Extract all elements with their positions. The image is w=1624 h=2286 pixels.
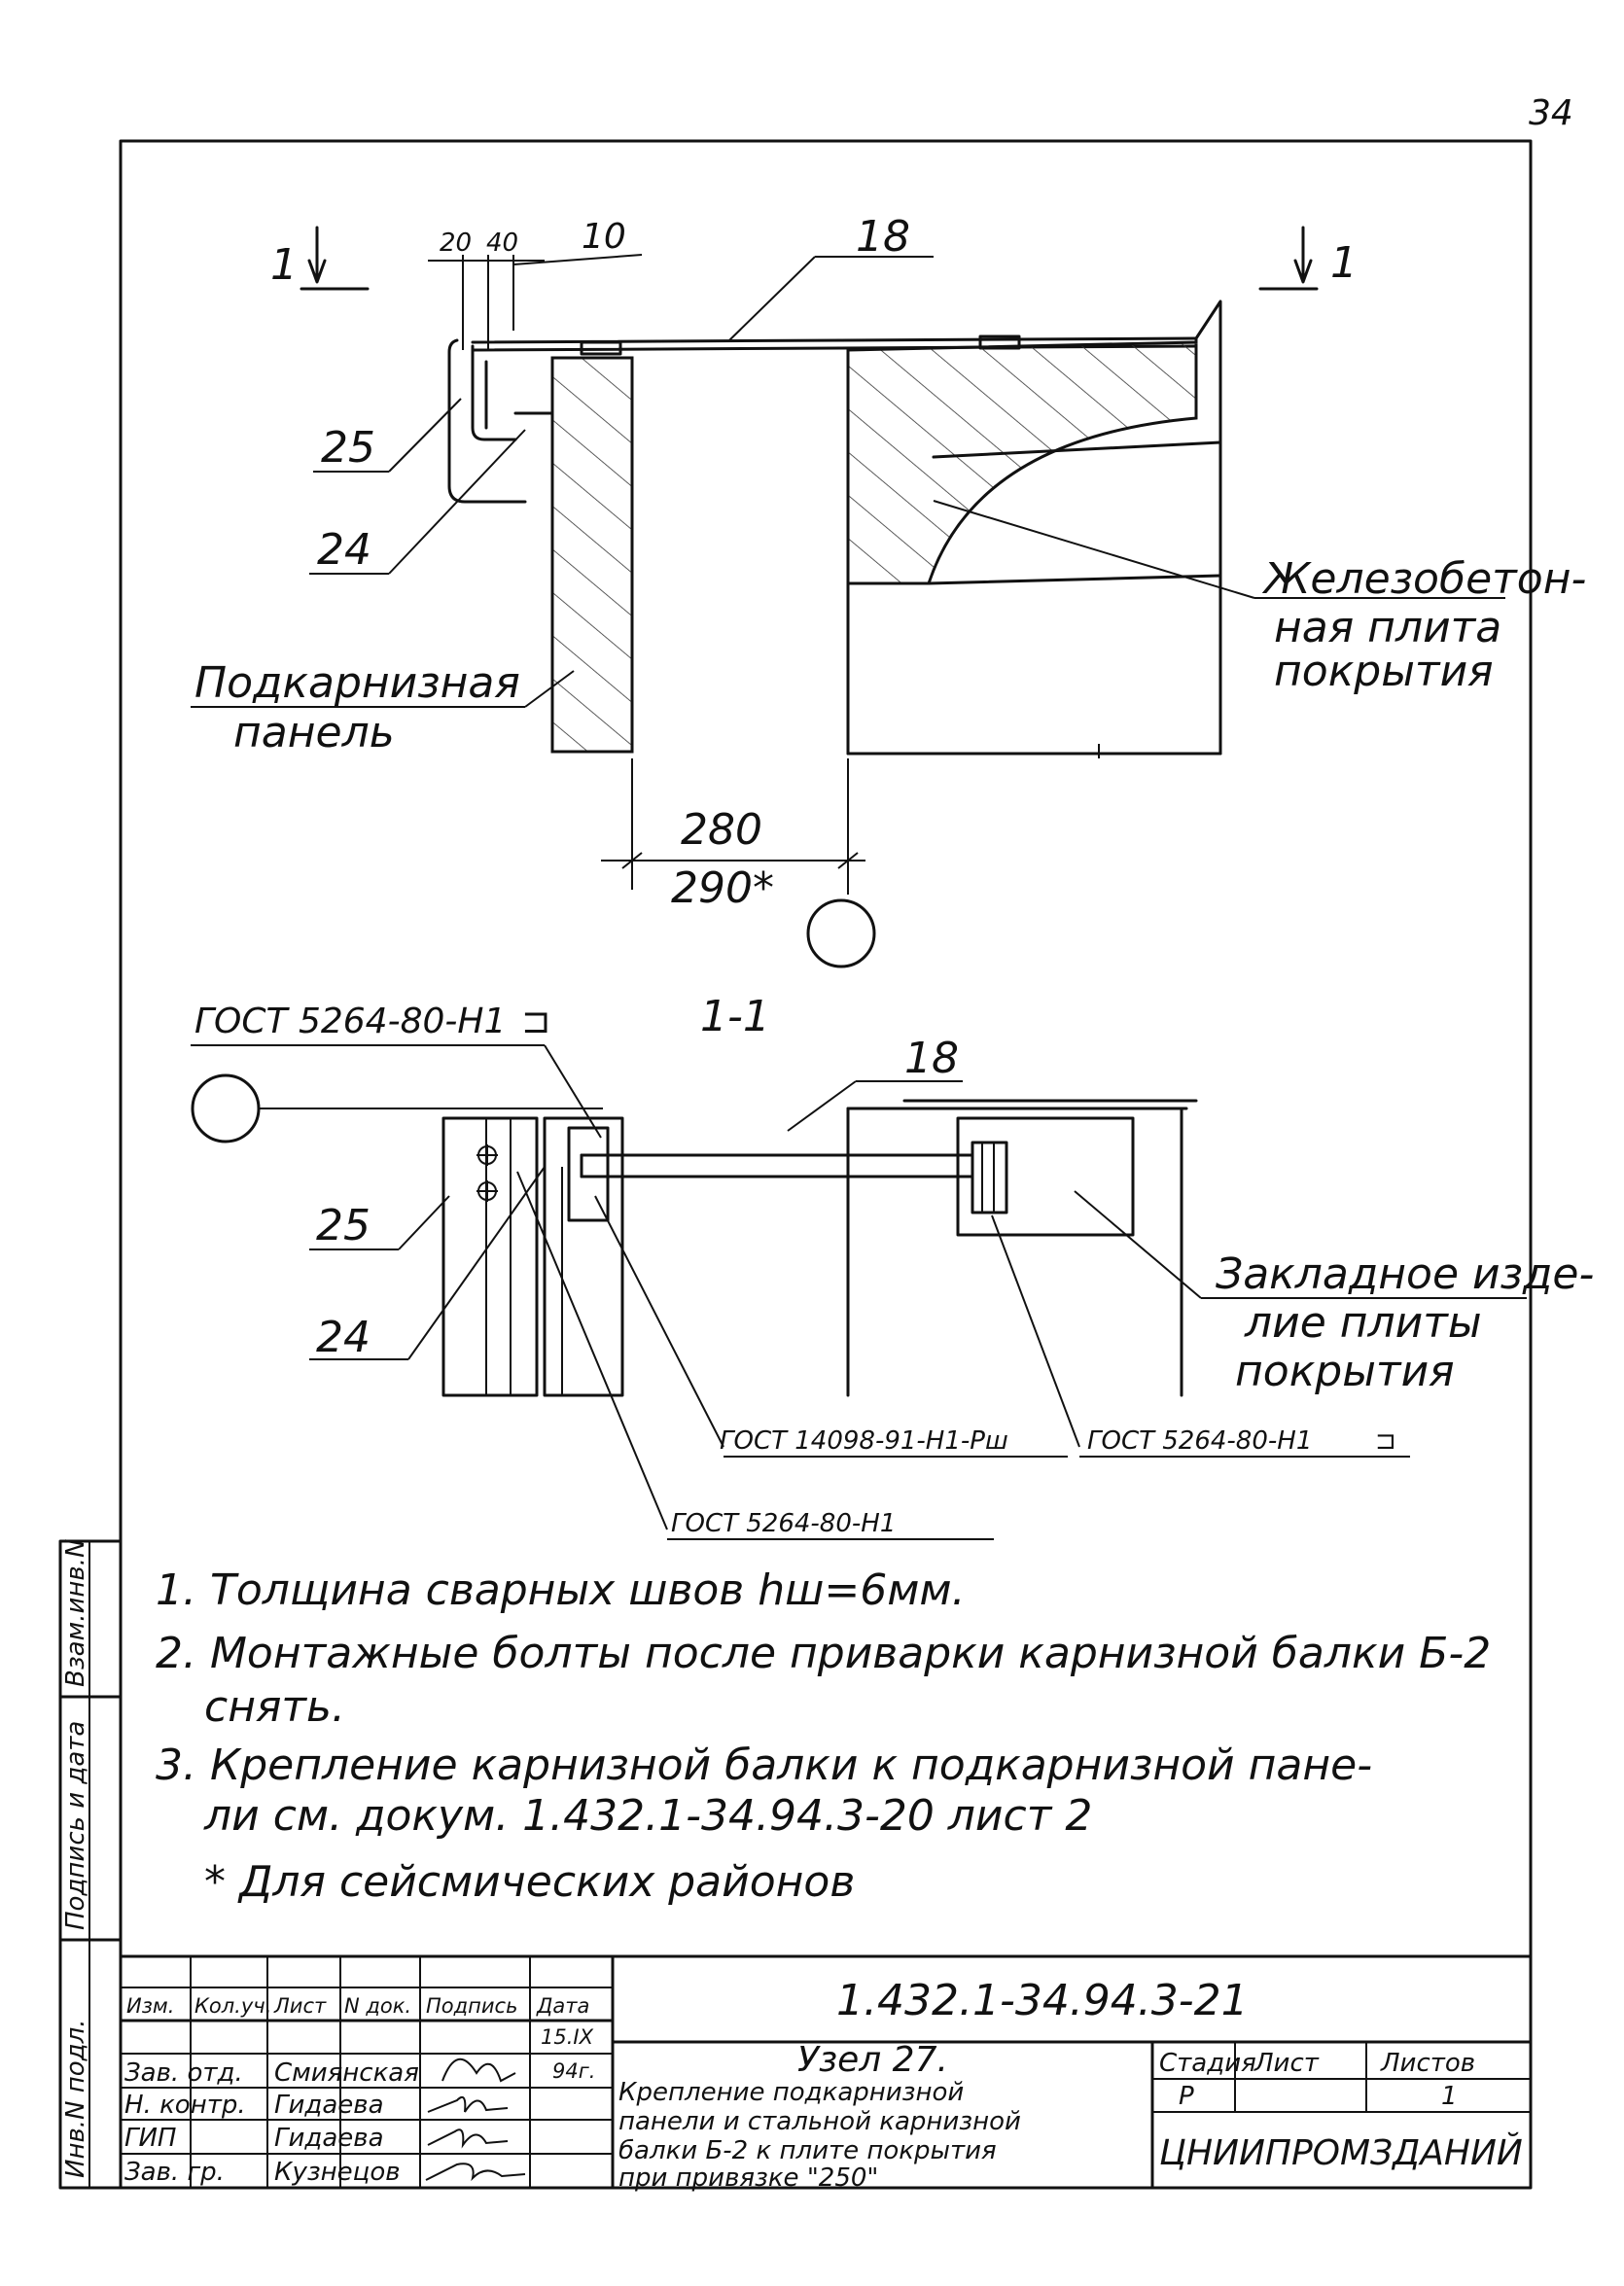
weld-symbol-3-mark: ⊐ xyxy=(1375,1426,1396,1456)
callout-24: 24 xyxy=(317,525,371,575)
stamp-inv: Инв.N подл. xyxy=(61,2019,90,2178)
stamp-podp: Подпись и дата xyxy=(61,1721,90,1930)
section-view-1-1: 1-1 ГОСТ 5264-80-Н1 ⊐ 18 xyxy=(191,992,1594,1540)
callout-18: 18 xyxy=(856,212,910,262)
axis-bubble-section xyxy=(191,1073,261,1143)
header-kolvo: Кол.уч. xyxy=(194,1994,271,2018)
side-stamp: Взам.инв.N Подпись и дата Инв.N подл. xyxy=(58,1539,123,2190)
notes-block: 1. Толщина сварных швов hш=6мм. 2. Монта… xyxy=(156,1565,1491,1907)
signature-4 xyxy=(425,2163,526,2182)
stage-label: Стадия xyxy=(1159,2049,1256,2078)
date-value-1: 15.IX xyxy=(541,2025,594,2049)
note-1: 1. Толщина сварных швов hш=6мм. xyxy=(156,1565,966,1615)
sheet-label: Лист xyxy=(1253,2049,1320,2078)
row-name-4: Кузнецов xyxy=(274,2158,401,2187)
weld-symbol-4: ГОСТ 5264-80-Н1 xyxy=(671,1509,896,1538)
section-title: 1-1 xyxy=(700,992,770,1041)
doc-number: 1.432.1-34.94.3-21 xyxy=(836,1976,1249,2025)
weld-symbol-3: ГОСТ 5264-80-Н1 xyxy=(1087,1426,1312,1456)
label-embedded-1: Закладное изде- xyxy=(1216,1249,1594,1299)
label-embedded-2: лие плиты xyxy=(1244,1298,1482,1348)
callout-25b: 25 xyxy=(316,1201,371,1250)
header-izm: Изм. xyxy=(126,1994,174,2018)
date-value-2: 94г. xyxy=(552,2059,595,2083)
title-line-4: балки Б-2 к плите покрытия xyxy=(618,2136,997,2165)
weld-symbol-1-mark: ⊐ xyxy=(521,1002,550,1041)
title-line-2: Крепление подкарнизной xyxy=(618,2078,964,2107)
row-role-3: ГИП xyxy=(124,2124,177,2153)
callout-25: 25 xyxy=(321,423,375,473)
callout-18b: 18 xyxy=(904,1034,959,1083)
weld-symbol-1: ГОСТ 5264-80-Н1 xyxy=(194,1002,506,1041)
stage-value: Р xyxy=(1179,2082,1194,2111)
title-line-1: Узел 27. xyxy=(797,2040,948,2080)
header-list: Лист xyxy=(273,1994,327,2018)
axis-bubble-top xyxy=(806,898,876,968)
note-3: 3. Крепление карнизной балки к подкарниз… xyxy=(156,1741,1372,1790)
page-number: 34 xyxy=(1529,93,1573,133)
sheet-frame xyxy=(119,139,1533,2190)
note-seismic: * Для сейсмических районов xyxy=(204,1857,855,1907)
signature-1 xyxy=(441,2057,516,2083)
label-subcornice-1: Подкарнизная xyxy=(194,658,520,708)
subcornice-panel xyxy=(550,356,634,754)
label-rc-slab-2: ная плита xyxy=(1274,603,1501,652)
label-rc-slab-1: Железобетон- xyxy=(1261,554,1586,604)
callout-24b: 24 xyxy=(316,1313,371,1362)
section-mark-right: 1 xyxy=(1330,238,1358,288)
note-2: 2. Монтажные болты после приварки карниз… xyxy=(156,1629,1491,1678)
row-name-2: Гидаева xyxy=(274,2091,384,2120)
rc-slab xyxy=(846,338,1198,585)
weld-symbol-2: ГОСТ 14098-91-Н1-Рш xyxy=(720,1426,1008,1456)
dim-40: 40 xyxy=(486,229,518,258)
sheets-label: Листов xyxy=(1380,2049,1475,2078)
top-view: 1 1 20 40 10 18 xyxy=(191,212,1586,968)
label-subcornice-2: панель xyxy=(233,708,395,757)
dim-20: 20 xyxy=(440,229,472,258)
title-line-5: при привязке "250" xyxy=(618,2163,878,2193)
callout-10: 10 xyxy=(582,217,626,257)
label-rc-slab-3: покрытия xyxy=(1274,647,1494,696)
stamp-vzam: Взам.инв.N xyxy=(61,1539,90,1687)
header-ndok: N док. xyxy=(344,1994,411,2018)
row-name-3: Гидаева xyxy=(274,2124,384,2153)
note-3-cont: ли см. докум. 1.432.1-34.94.3-20 лист 2 xyxy=(203,1791,1092,1841)
note-2-cont: снять. xyxy=(204,1682,345,1732)
section-mark-left: 1 xyxy=(270,240,298,290)
title-line-3: панели и стальной карнизной xyxy=(618,2107,1021,2136)
signature-3 xyxy=(427,2128,509,2149)
row-role-1: Зав. отд. xyxy=(124,2058,243,2088)
dim-290: 290* xyxy=(671,863,774,913)
header-data: Дата xyxy=(536,1994,589,2018)
title-block: 1.432.1-34.94.3-21 Изм. Кол.уч. Лист N д… xyxy=(119,1954,1533,2193)
row-role-2: Н. контр. xyxy=(124,2091,246,2120)
organization: ЦНИИПРОМЗДАНИЙ xyxy=(1159,2132,1523,2173)
row-role-4: Зав. гр. xyxy=(124,2158,225,2187)
row-name-1: Смиянская xyxy=(274,2058,419,2088)
dim-280: 280 xyxy=(681,805,762,855)
header-podpis: Подпись xyxy=(426,1994,517,2018)
sheets-value: 1 xyxy=(1441,2082,1458,2111)
label-embedded-3: покрытия xyxy=(1235,1347,1455,1396)
signature-2 xyxy=(427,2096,509,2113)
